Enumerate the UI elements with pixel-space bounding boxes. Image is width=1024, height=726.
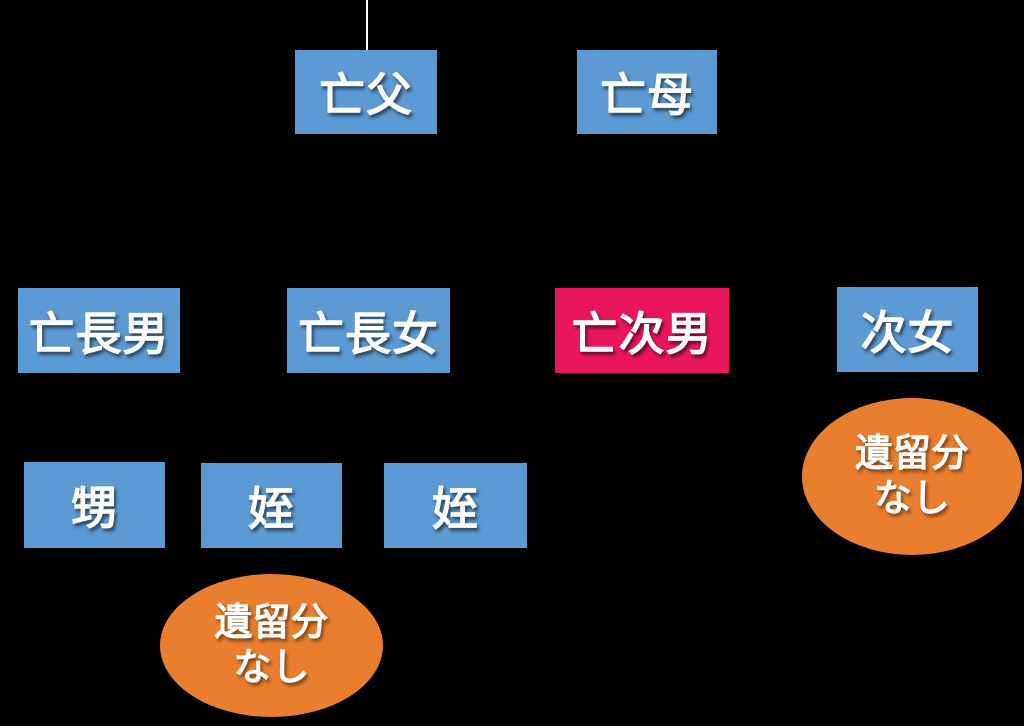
node-nephew: 甥 (24, 462, 165, 548)
node-deceased-eldest-son: 亡長男 (18, 288, 180, 373)
callout-text-line2: なし (233, 646, 310, 689)
callout-text-line1: 遺留分 (214, 601, 329, 644)
node-niece-2: 姪 (384, 463, 527, 548)
callout-text-line2: なし (873, 477, 950, 520)
node-second-daughter: 次女 (837, 287, 978, 372)
node-deceased-second-son: 亡次男 (555, 288, 729, 373)
callout-no-reserved-share-right: 遺留分 なし (802, 398, 1022, 555)
callout-no-reserved-share-left: 遺留分 なし (160, 574, 383, 717)
node-deceased-mother: 亡母 (577, 50, 717, 134)
callout-text-line1: 遺留分 (854, 432, 969, 475)
top-connector-line (366, 0, 368, 51)
node-deceased-father: 亡父 (295, 50, 437, 134)
node-deceased-eldest-daughter: 亡長女 (287, 288, 450, 373)
node-niece-1: 姪 (201, 463, 342, 548)
